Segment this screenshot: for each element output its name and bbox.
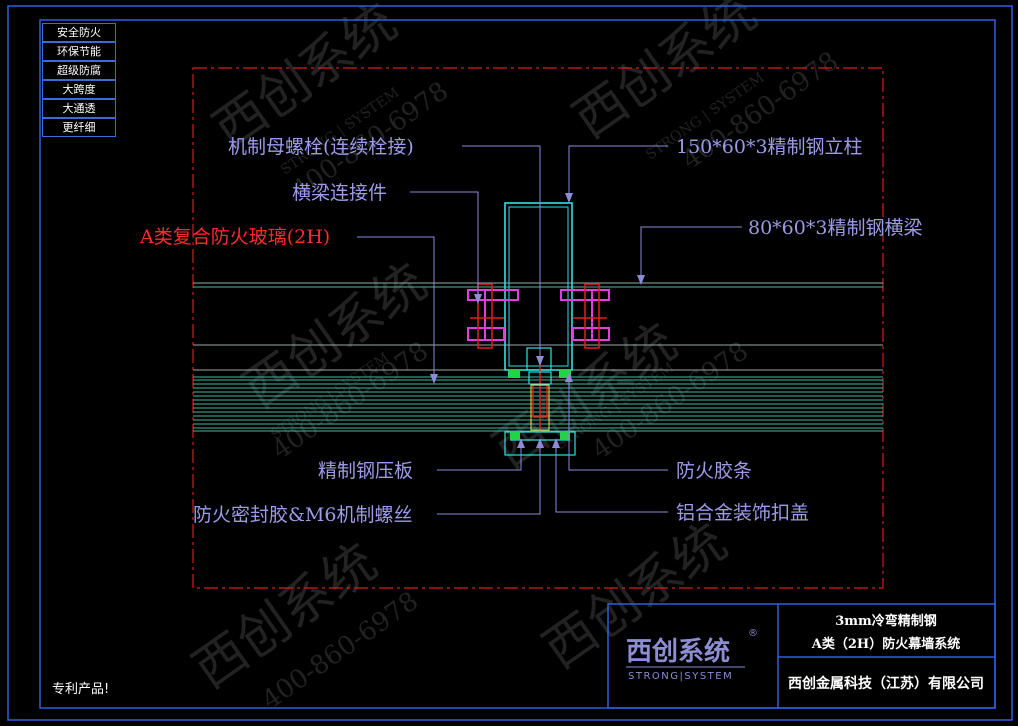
callout-labels: 机制母螺栓(连续栓接) 横梁连接件 A类复合防火玻璃(2H) 150*60*3精… <box>139 136 922 526</box>
label-cover: 铝合金装饰扣盖 <box>676 502 809 524</box>
fire-gasket <box>508 370 571 440</box>
title-block <box>607 603 996 709</box>
title-block-text: 3mm冷弯精制钢 A类（2H）防火幕墙系统 西创金属科技（江苏）有限公司 <box>788 613 984 692</box>
patent-note: 专利产品! <box>52 682 109 697</box>
title-line1: 3mm冷弯精制钢 <box>835 613 937 629</box>
logo: 西创系统 ® STRONG|SYSTEM <box>626 628 758 682</box>
side-tag: 大跨度 <box>42 80 116 99</box>
watermark: 西创系统 西创系统 西创系统 西创系统 西创系统 西创系统 400-860-69… <box>183 0 844 716</box>
label-column: 150*60*3精制钢立柱 <box>676 136 863 158</box>
inner-frame <box>39 19 996 709</box>
label-press-plate: 精制钢压板 <box>318 460 413 482</box>
logo-mark: ® <box>748 628 758 639</box>
title-line2: A类（2H）防火幕墙系统 <box>811 636 960 652</box>
logo-en: STRONG|SYSTEM <box>628 671 733 682</box>
label-nut-bolt: 机制母螺栓(连续栓接) <box>228 136 414 158</box>
fire-glass <box>193 376 883 432</box>
side-tag: 安全防火 <box>42 23 116 42</box>
label-fire-strip: 防火胶条 <box>676 460 752 482</box>
beam-connector <box>467 289 610 341</box>
label-connector: 横梁连接件 <box>292 182 387 204</box>
leader-arrows <box>430 193 645 448</box>
label-fire-glass: A类复合防火玻璃(2H) <box>139 226 330 248</box>
outer-frame <box>7 5 1013 721</box>
label-sealant-screw: 防火密封胶&M6机制螺丝 <box>193 504 412 526</box>
side-tag: 超级防腐 <box>42 61 116 80</box>
beam-lines <box>193 282 883 371</box>
side-tag: 环保节能 <box>42 42 116 61</box>
side-tag: 更纤细 <box>42 118 116 137</box>
section-boundary <box>192 67 884 589</box>
steel-column <box>504 202 573 371</box>
sealant <box>530 384 550 431</box>
label-beam: 80*60*3精制钢横梁 <box>748 217 922 239</box>
leader-lines <box>357 145 742 515</box>
company-name: 西创金属科技（江苏）有限公司 <box>788 675 984 692</box>
logo-cn: 西创系统 <box>626 636 730 667</box>
side-tag: 大通透 <box>42 99 116 118</box>
